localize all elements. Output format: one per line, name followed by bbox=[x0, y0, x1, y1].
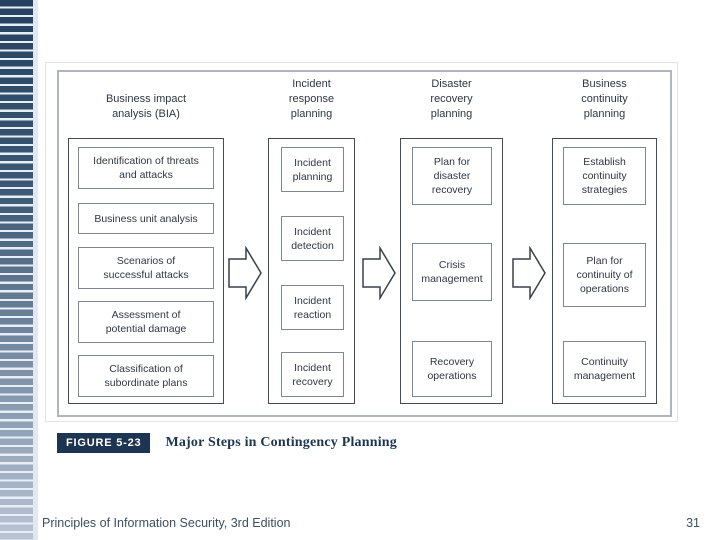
step-box: Business unit analysis bbox=[78, 203, 214, 234]
sidebar-strip bbox=[33, 0, 38, 540]
step-box: Incident detection bbox=[281, 216, 344, 261]
footer-title: Principles of Information Security, 3rd … bbox=[42, 516, 291, 530]
column-header-disaster-recovery: Disaster recovery planning bbox=[430, 78, 473, 120]
step-box: Scenarios of successful attacks bbox=[78, 247, 214, 289]
step-box: Plan for continuity of operations bbox=[563, 243, 646, 307]
page-number: 31 bbox=[686, 516, 700, 530]
step-box: Incident recovery bbox=[281, 352, 344, 397]
column-header-bia: Business impact analysis (BIA) bbox=[105, 93, 187, 120]
step-box: Recovery operations bbox=[412, 341, 492, 397]
step-box: Identification of threats and attacks bbox=[78, 147, 214, 189]
figure-caption-title: Major Steps in Contingency Planning bbox=[165, 435, 397, 450]
step-box: Continuity management bbox=[563, 341, 646, 397]
step-box: Establish continuity strategies bbox=[563, 147, 646, 205]
step-box: Incident reaction bbox=[281, 285, 344, 330]
flow-arrow-icon bbox=[512, 246, 546, 300]
step-box: Classification of subordinate plans bbox=[78, 355, 214, 397]
column-header-incident-response: Incident response planning bbox=[288, 78, 335, 120]
flow-arrow-icon bbox=[228, 246, 262, 300]
figure-caption: FIGURE 5-23 Major Steps in Contingency P… bbox=[57, 433, 397, 453]
column-header-business-continuity: Business continuity planning bbox=[581, 78, 628, 120]
step-box: Assessment of potential damage bbox=[78, 301, 214, 343]
figure-badge: FIGURE 5-23 bbox=[57, 433, 151, 453]
step-box: Plan for disaster recovery bbox=[412, 147, 492, 205]
flow-arrow-icon bbox=[362, 246, 396, 300]
sidebar-decoration bbox=[0, 0, 33, 540]
step-box: Crisis management bbox=[412, 243, 492, 301]
step-box: Incident planning bbox=[281, 147, 344, 192]
